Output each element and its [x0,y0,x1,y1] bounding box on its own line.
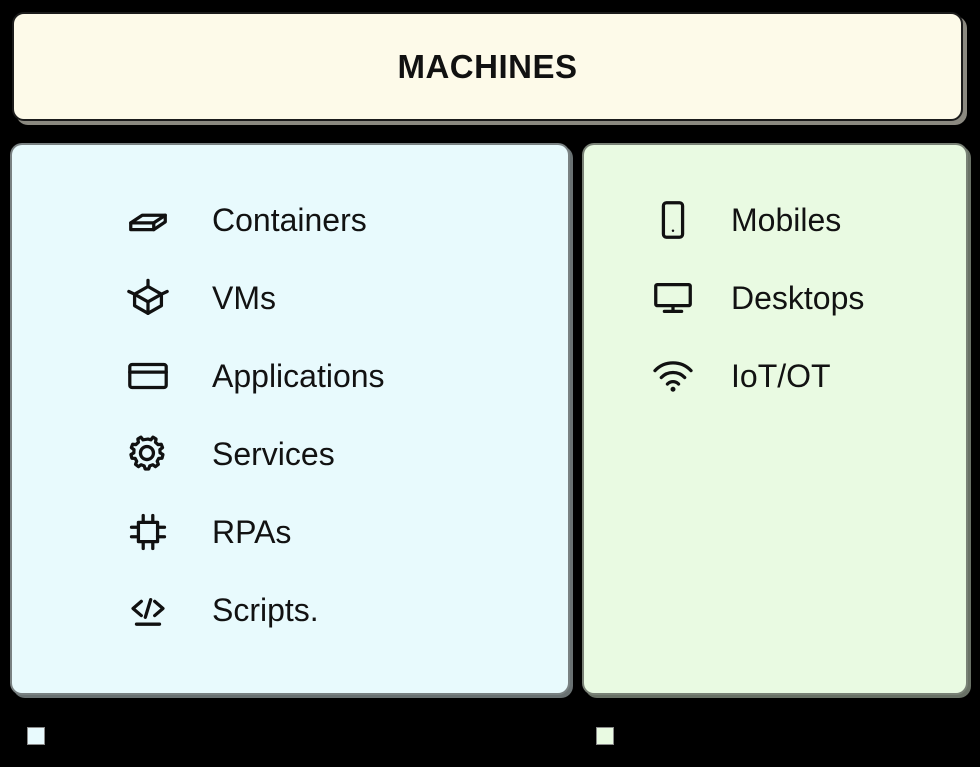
list-item-label: Scripts. [212,592,319,628]
panel-software-machines: Containers VMs [10,143,570,695]
box-3d-icon [122,194,174,246]
window-icon [122,350,174,402]
list-item-label: Services [212,436,335,472]
list-item-scripts[interactable]: Scripts. [12,571,568,649]
cube-node-icon [122,272,174,324]
cpu-chip-icon [122,506,174,558]
list-item-rpas[interactable]: RPAs [12,493,568,571]
list-item-applications[interactable]: Applications [12,337,568,415]
list-item-label: RPAs [212,514,292,550]
list-item-label: Mobiles [731,202,842,238]
list-item-label: Desktops [731,280,865,316]
list-item-desktops[interactable]: Desktops [584,259,966,337]
code-brackets-icon [122,584,174,636]
list-item-label: Applications [212,358,385,394]
list-item-containers[interactable]: Containers [12,181,568,259]
legend-swatch-hardware [596,727,614,745]
machines-header-card: MACHINES [12,12,963,121]
monitor-icon [647,272,699,324]
legend [0,727,980,749]
list-item-iot-ot[interactable]: IoT/OT [584,337,966,415]
list-item-services[interactable]: Services [12,415,568,493]
panel-hardware-machines: Mobiles Desktops IoT/OT [582,143,968,695]
smartphone-icon [647,194,699,246]
list-item-label: Containers [212,202,367,238]
legend-swatch-software [27,727,45,745]
page-title: MACHINES [397,48,578,85]
panels-container: Containers VMs [0,141,980,699]
wifi-icon [647,350,699,402]
gear-icon [122,428,174,480]
list-item-vms[interactable]: VMs [12,259,568,337]
list-item-mobiles[interactable]: Mobiles [584,181,966,259]
list-item-label: IoT/OT [731,358,831,394]
list-item-label: VMs [212,280,276,316]
